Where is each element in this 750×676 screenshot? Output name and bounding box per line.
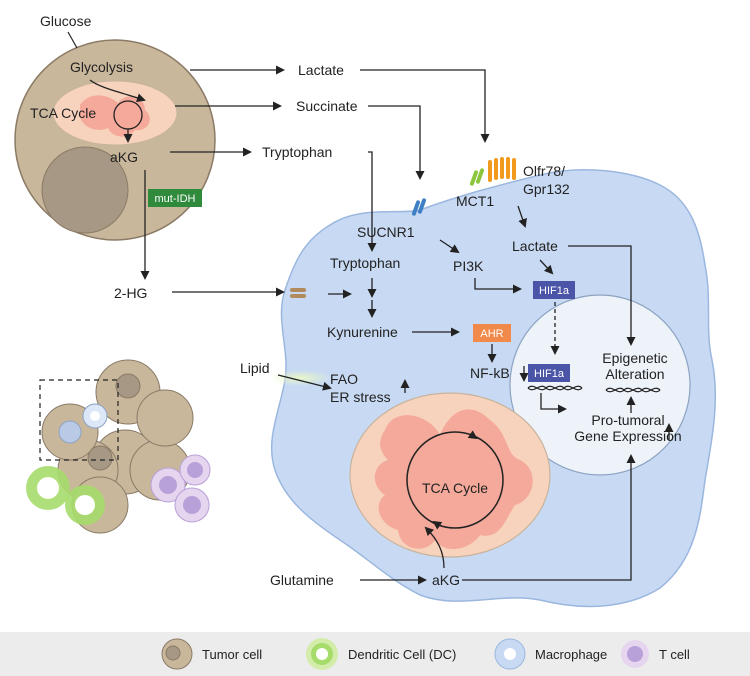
macrophage-lactate-label: Lactate [512, 238, 558, 254]
kynurenine-label: Kynurenine [327, 324, 398, 340]
legend-item-dc: Dendritic Cell (DC) [304, 632, 456, 676]
olfr78-label: Olfr78/ [523, 163, 565, 179]
mitochondrion-cristae [374, 409, 533, 550]
tumor-cell-icon [161, 638, 193, 670]
macrophage-tca-label: TCA Cycle [422, 480, 488, 496]
macrophage-tryptophan-label: Tryptophan [330, 255, 400, 271]
sucnr1-receptor [411, 198, 427, 216]
dendritic-cell-icon [306, 638, 338, 670]
macrophage-akg-label: aKG [432, 572, 460, 588]
tme-cluster [26, 359, 211, 534]
gene-expression-label: Gene Expression [574, 428, 681, 444]
glycolysis-label: Glycolysis [70, 59, 133, 75]
legend-item-tcell: T cell [619, 632, 690, 676]
nfkb-label: NF-kB [470, 365, 510, 381]
dna-helix-left [527, 385, 583, 391]
two-hg-label: 2-HG [114, 285, 147, 301]
tryptophan-external-label: Tryptophan [262, 144, 332, 160]
legend: Tumor cell Dendritic Cell (DC) Macrophag… [0, 632, 750, 676]
gpr132-label: Gpr132 [523, 181, 570, 197]
legend-item-tumor: Tumor cell [160, 632, 262, 676]
tumor-nucleus [41, 146, 129, 234]
glucose-label: Glucose [40, 13, 92, 29]
hif1a-nucleus-badge [528, 364, 570, 382]
epigenetic-label: Epigenetic [602, 350, 667, 366]
svg-text:HIF1a: HIF1a [534, 368, 565, 380]
ahr-badge [473, 324, 511, 342]
olfr78-receptor [488, 157, 516, 182]
t-cell-icon [621, 640, 649, 668]
tumor-tca-label: TCA Cycle [30, 105, 96, 121]
svg-text:AHR: AHR [480, 328, 503, 340]
mct1-label: MCT1 [456, 193, 494, 209]
mct1-receptor [469, 168, 485, 186]
tumor-akg-label: aKG [110, 149, 138, 165]
svg-text:HIF1a: HIF1a [539, 285, 570, 297]
tca-cycle-circle [406, 431, 504, 529]
hif1a-cytoplasm-badge [533, 281, 575, 299]
pro-tumoral-label: Pro-tumoral [591, 412, 664, 428]
sucnr1-label: SUCNR1 [357, 224, 415, 240]
lipid-label: Lipid [240, 360, 270, 376]
fao-label: FAO [330, 371, 358, 387]
er-stress-label: ER stress [330, 389, 391, 405]
lactate-external-label: Lactate [298, 62, 344, 78]
metabolism-diagram: TCA Cycle Glucose Glycolysis TCA Cycle a… [14, 13, 717, 608]
alteration-label: Alteration [605, 366, 664, 382]
pi3k-label: PI3K [453, 258, 484, 274]
dna-helix-right [605, 387, 661, 393]
macrophage-icon [494, 638, 526, 670]
mut-idh-badge [148, 189, 202, 207]
glutamine-label: Glutamine [270, 572, 334, 588]
svg-text:mut-IDH: mut-IDH [155, 193, 196, 205]
two-hg-receptor [290, 288, 306, 298]
legend-item-macrophage: Macrophage [493, 632, 607, 676]
succinate-label: Succinate [296, 98, 358, 114]
zoom-region-box [39, 379, 119, 461]
